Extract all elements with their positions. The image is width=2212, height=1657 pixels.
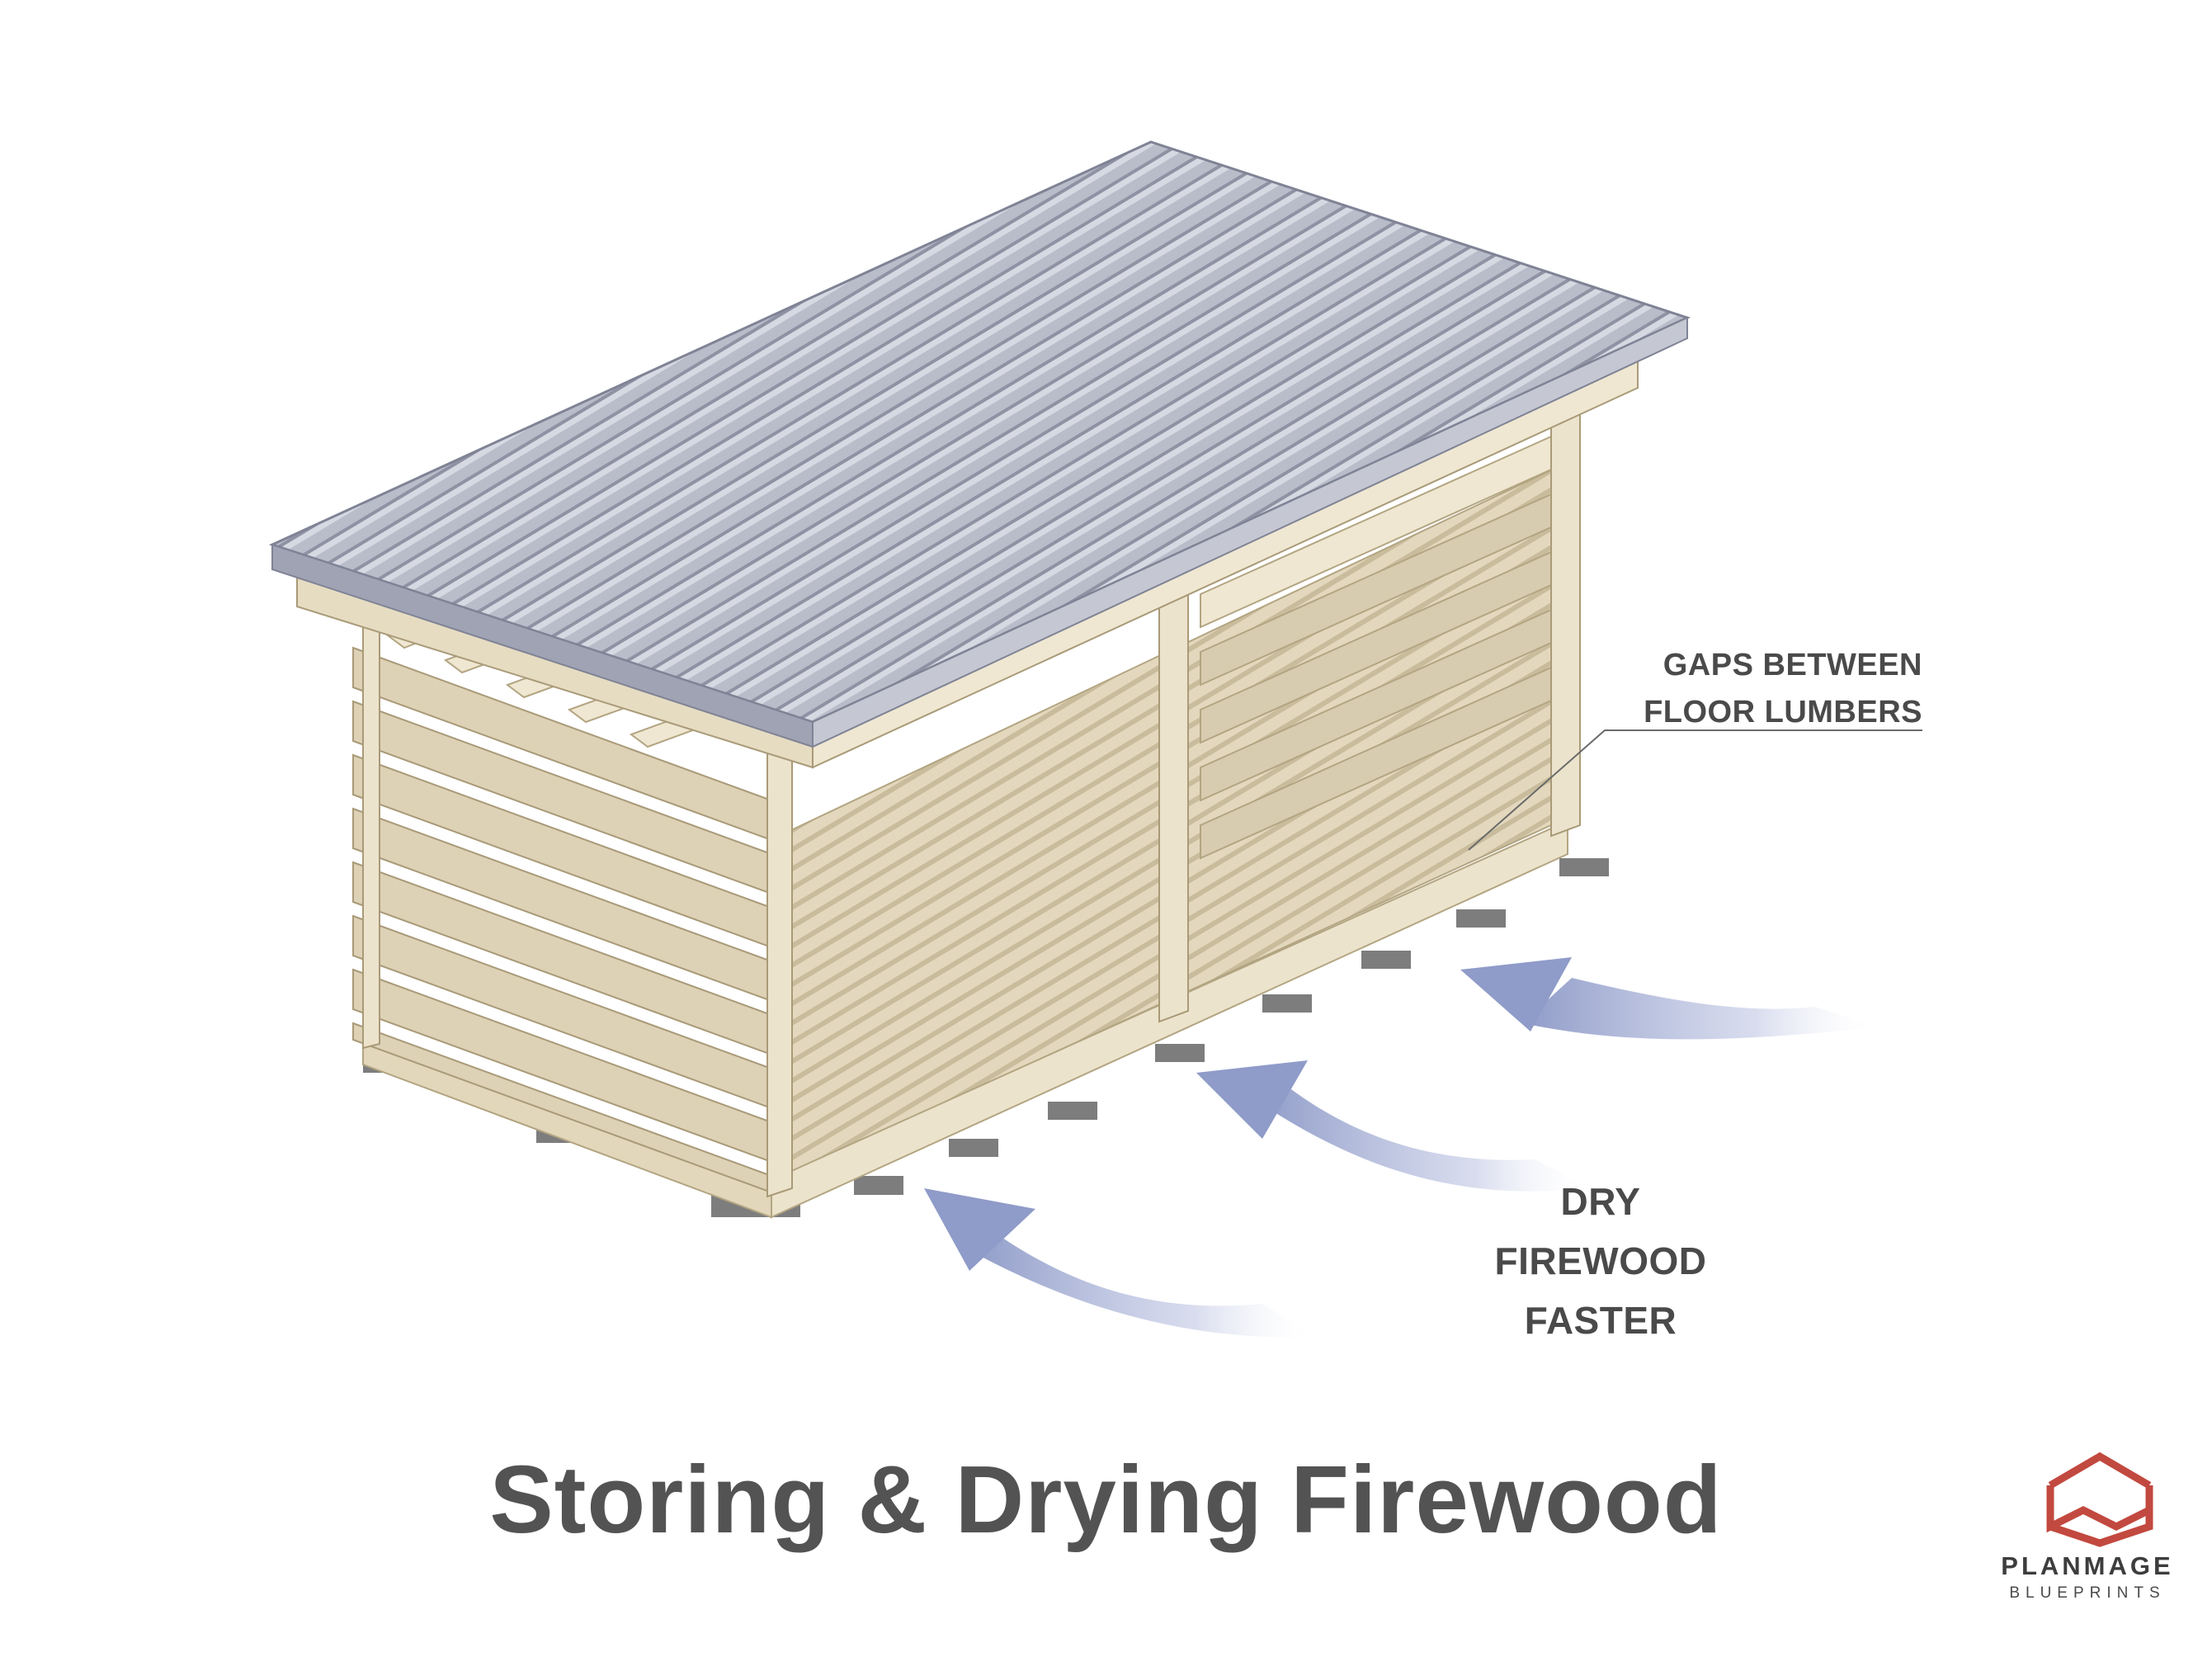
airflow-arrow-icon — [1196, 1060, 1592, 1192]
gaps-leader-line — [1468, 729, 1922, 851]
dry-callout-line-3: FASTER — [1524, 1299, 1677, 1342]
dry-callout: DRY FIREWOOD FASTER — [1403, 1172, 1799, 1350]
airflow-arrow-icon — [924, 1188, 1316, 1338]
planmage-logo-icon — [2046, 1452, 2153, 1547]
back-wall — [1200, 427, 1568, 860]
dry-callout-line-2: FIREWOOD — [1494, 1239, 1707, 1282]
logo-subtitle: BLUEPRINTS — [2009, 1584, 2166, 1602]
gaps-callout-line-1: GAPS BETWEEN — [1663, 648, 1922, 682]
logo-name: PLANMAGE — [2001, 1551, 2174, 1580]
side-wall-slats — [352, 646, 772, 1194]
page-title: Storing & Drying Firewood — [489, 1446, 1723, 1553]
gaps-callout-line-2: FLOOR LUMBERS — [1644, 695, 1922, 729]
concrete-blocks — [363, 858, 1609, 1217]
corrugated-roof — [268, 140, 1691, 748]
gaps-callout: GAPS BETWEEN FLOOR LUMBERS — [1592, 642, 1922, 736]
dry-callout-line-1: DRY — [1560, 1180, 1641, 1223]
airflow-arrow-icon — [1460, 957, 1881, 1040]
